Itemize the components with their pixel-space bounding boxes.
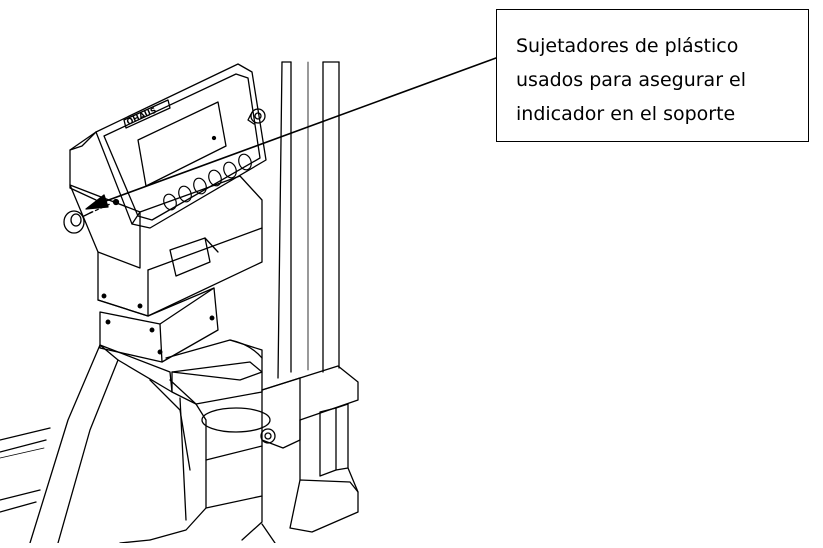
brand-plate bbox=[124, 100, 170, 128]
mounting-neck bbox=[100, 288, 262, 380]
indicator-housing bbox=[70, 64, 266, 228]
plastic-fastener-icon bbox=[64, 200, 119, 234]
callout-box: Sujetadores de plástico usados para aseg… bbox=[496, 9, 809, 142]
post-clamp bbox=[261, 366, 358, 532]
rear-knob bbox=[251, 109, 265, 123]
vertical-post bbox=[278, 62, 339, 378]
callout-line-3: indicador en el soporte bbox=[516, 103, 736, 125]
keypad-buttons bbox=[162, 152, 254, 211]
mounting-bracket bbox=[70, 176, 262, 316]
support-legs bbox=[0, 345, 196, 543]
callout-line-2: usados para asegurar el bbox=[516, 69, 747, 91]
pedestal-base bbox=[120, 362, 275, 543]
callout-line-1: Sujetadores de plástico bbox=[516, 35, 739, 57]
display-window bbox=[138, 102, 226, 186]
arrow-icon bbox=[86, 58, 496, 209]
